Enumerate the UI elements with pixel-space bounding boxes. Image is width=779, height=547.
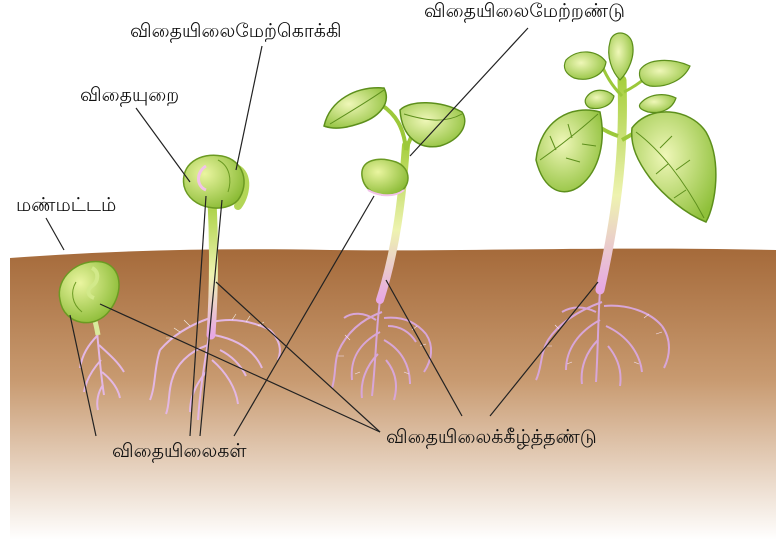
- label-epicotyl: விதையிலைமேற்றண்டு: [424, 2, 625, 21]
- label-cotyledons: விதையிலைகள்: [112, 442, 247, 461]
- label-soil-line: மண்மட்டம்: [16, 196, 116, 215]
- label-seed-coat: விதையுறை: [80, 86, 179, 105]
- label-hypocotyl: விதையிலைக்கீழ்த்தண்டு: [386, 428, 597, 447]
- stage-2-cotyledon: [183, 155, 244, 208]
- label-hypocotyl-hook: விதையிலைமேற்கொக்கி: [130, 22, 342, 41]
